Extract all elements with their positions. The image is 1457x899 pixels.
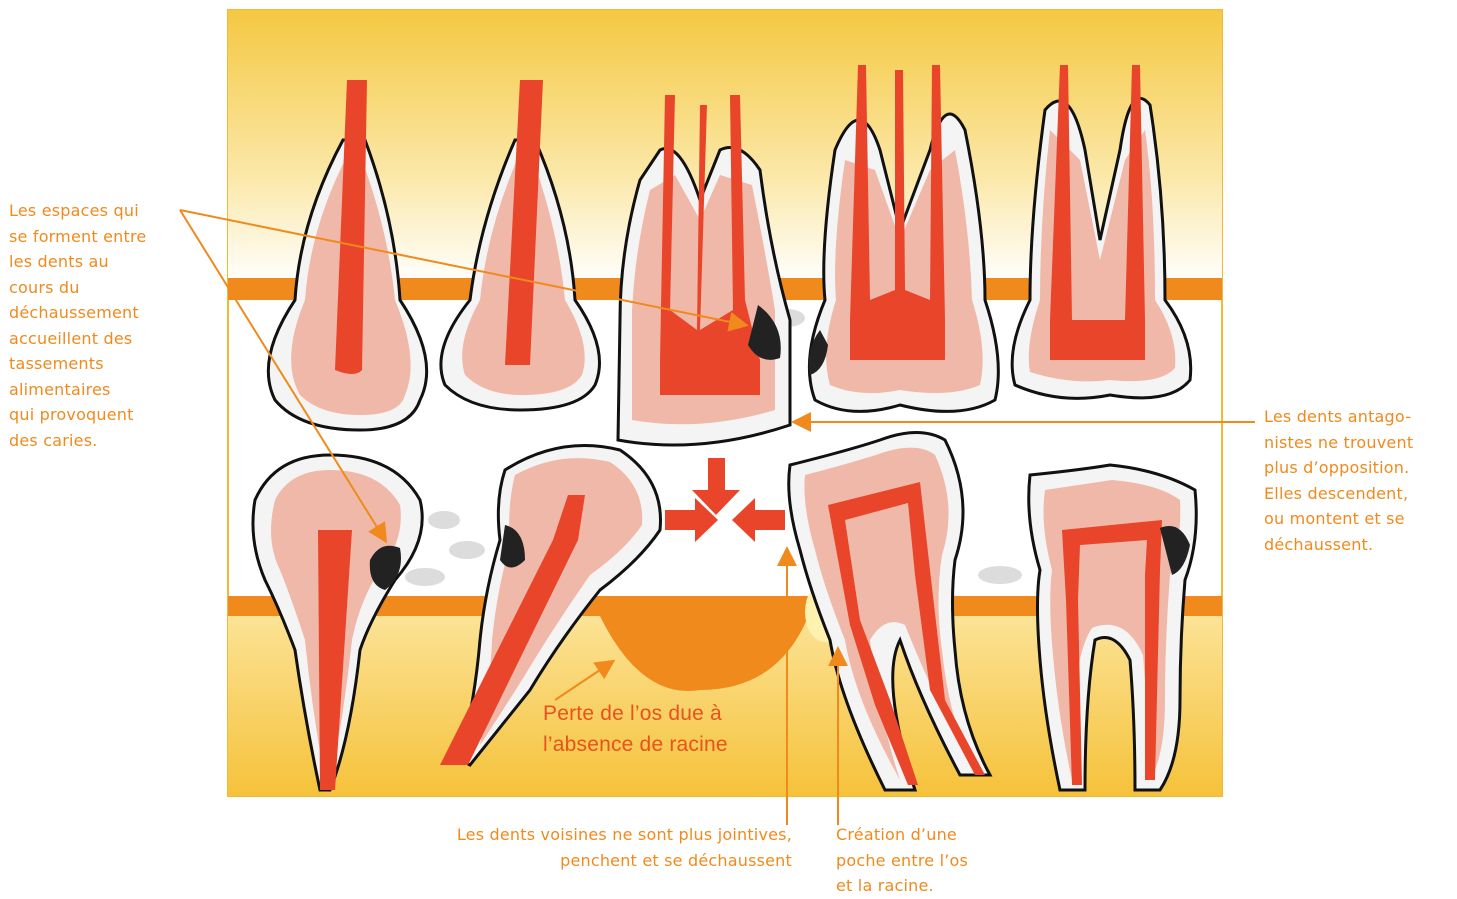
label-poche: Création d’une poche entre l’os et la ra… [836, 822, 968, 899]
label-espaces: Les espaces qui se forment entre les den… [9, 198, 146, 453]
label-perte-os: Perte de l’os due à l’absence de racine [543, 698, 728, 760]
label-antagonistes: Les dents antago- nistes ne trouvent plu… [1264, 404, 1413, 557]
label-voisines: Les dents voisines ne sont plus jointive… [402, 822, 792, 873]
